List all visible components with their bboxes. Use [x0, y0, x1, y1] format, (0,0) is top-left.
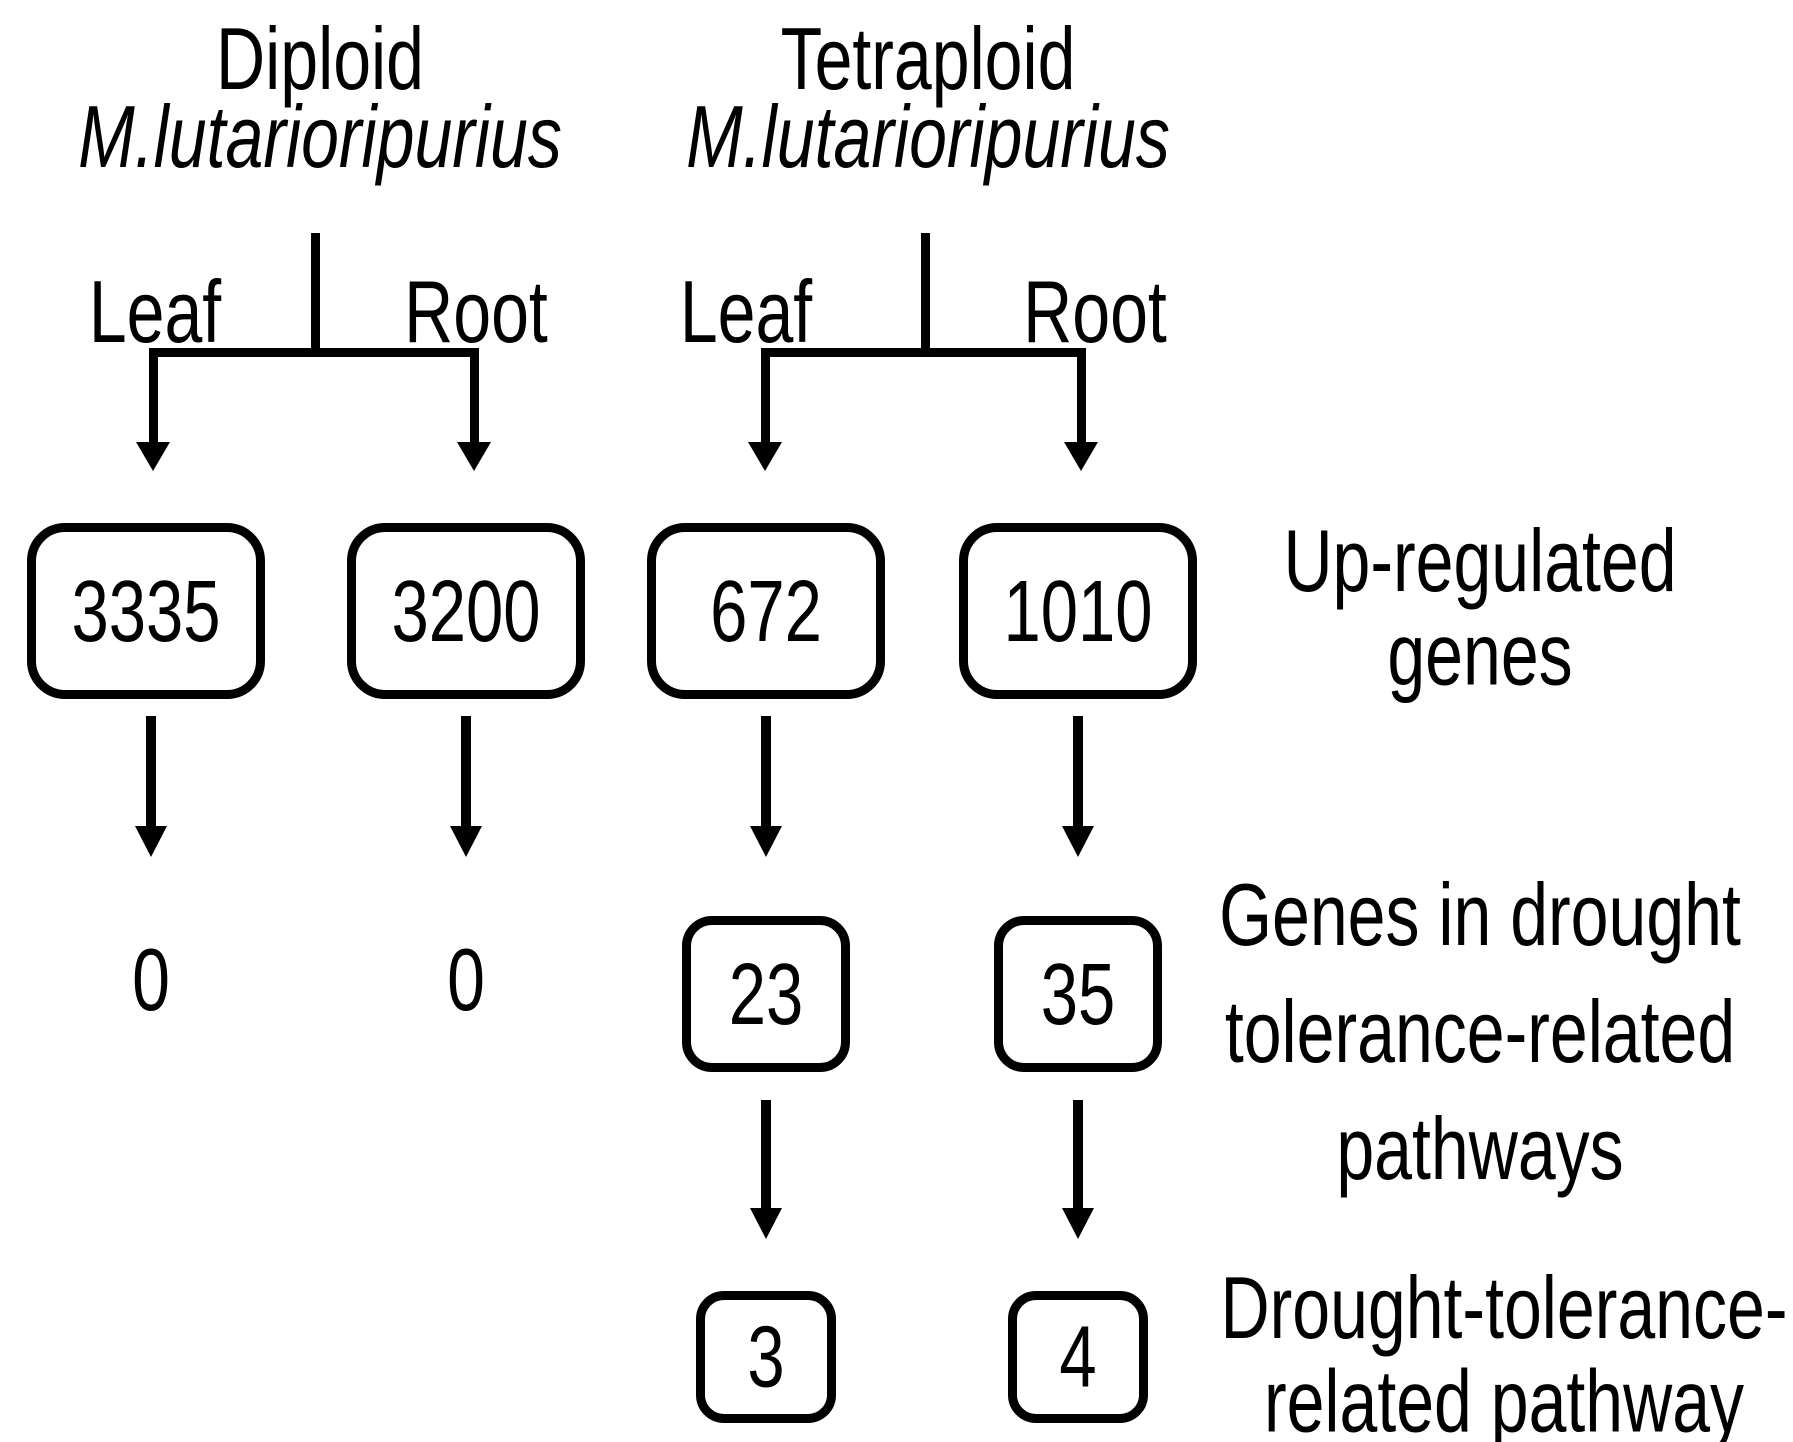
down-arrow-head-icon [1062, 1208, 1094, 1239]
pathway-genes-value-diploid-leaf: 0 [132, 930, 170, 1030]
up-regulated-box-tetraploid-root: 1010 [959, 523, 1197, 699]
row-label-line: genes [1387, 605, 1573, 705]
box-value: 3200 [391, 562, 541, 660]
arrow-shaft [761, 716, 771, 828]
box-value: 3 [747, 1308, 785, 1406]
box-value: 1010 [1003, 562, 1153, 660]
connector-arm-right [1077, 348, 1086, 444]
box-value: 3335 [71, 562, 221, 660]
arrow-shaft [1073, 716, 1083, 828]
down-arrow-head-icon [748, 442, 782, 471]
arrow-shaft [146, 716, 156, 828]
row-label-line: Up-regulated [1283, 511, 1677, 611]
branch-label-diploid-leaf: Leaf [88, 262, 222, 362]
connector-bar [761, 348, 1086, 357]
row-label-line: tolerance-related [1224, 982, 1736, 1082]
row-label-line: Drought-tolerance- [1220, 1258, 1788, 1358]
diploid-species-name: M.lutarioripurius [78, 87, 562, 187]
arrow-shaft [1073, 1100, 1083, 1208]
box-value: 672 [710, 562, 822, 660]
down-arrow-head-icon [750, 826, 782, 857]
row-label-pathway-genes: Genes in drought tolerance-related pathw… [1200, 857, 1760, 1208]
down-arrow-head-icon [457, 442, 491, 471]
down-arrow-head-icon [1064, 442, 1098, 471]
arrow-shaft [461, 716, 471, 828]
diploid-group-title: Diploid [216, 9, 424, 109]
pathway-count-box-tetraploid-leaf: 3 [696, 1291, 836, 1423]
up-regulated-box-tetraploid-leaf: 672 [647, 523, 885, 699]
box-value: 23 [728, 945, 804, 1043]
up-regulated-box-diploid-root: 3200 [347, 523, 585, 699]
branch-label-tetraploid-root: Root [1023, 262, 1167, 362]
box-value: 4 [1059, 1308, 1097, 1406]
down-arrow-head-icon [750, 1208, 782, 1239]
box-value: 35 [1040, 945, 1116, 1043]
diploid-header: Diploid M.lutarioripurius [70, 9, 570, 187]
connector-stem [921, 233, 930, 354]
down-arrow-head-icon [135, 826, 167, 857]
branch-label-tetraploid-leaf: Leaf [679, 262, 813, 362]
tetraploid-header: Tetraploid M.lutarioripurius [678, 9, 1178, 187]
branch-label-diploid-root: Root [404, 262, 548, 362]
row-label-pathway-count: Drought-tolerance- related pathway [1215, 1261, 1793, 1442]
connector-stem [311, 233, 320, 354]
down-arrow-head-icon [450, 826, 482, 857]
tetraploid-group-title: Tetraploid [780, 9, 1076, 109]
row-label-line: related pathway [1263, 1352, 1745, 1442]
row-label-up-regulated-genes: Up-regulated genes [1200, 514, 1760, 701]
pathway-genes-value-diploid-root: 0 [447, 930, 485, 1030]
pathway-count-box-tetraploid-root: 4 [1008, 1291, 1148, 1423]
tetraploid-species-name: M.lutarioripurius [686, 87, 1170, 187]
down-arrow-head-icon [136, 442, 170, 471]
connector-arm-left [149, 348, 158, 444]
connector-arm-right [470, 348, 479, 444]
pathway-genes-box-tetraploid-root: 35 [994, 916, 1162, 1072]
row-label-line: Genes in drought [1219, 865, 1741, 965]
pathway-genes-box-tetraploid-leaf: 23 [682, 916, 850, 1072]
down-arrow-head-icon [1062, 826, 1094, 857]
up-regulated-box-diploid-leaf: 3335 [27, 523, 265, 699]
connector-arm-left [761, 348, 770, 444]
connector-bar [149, 348, 479, 357]
arrow-shaft [761, 1100, 771, 1208]
row-label-line: pathways [1336, 1099, 1624, 1199]
